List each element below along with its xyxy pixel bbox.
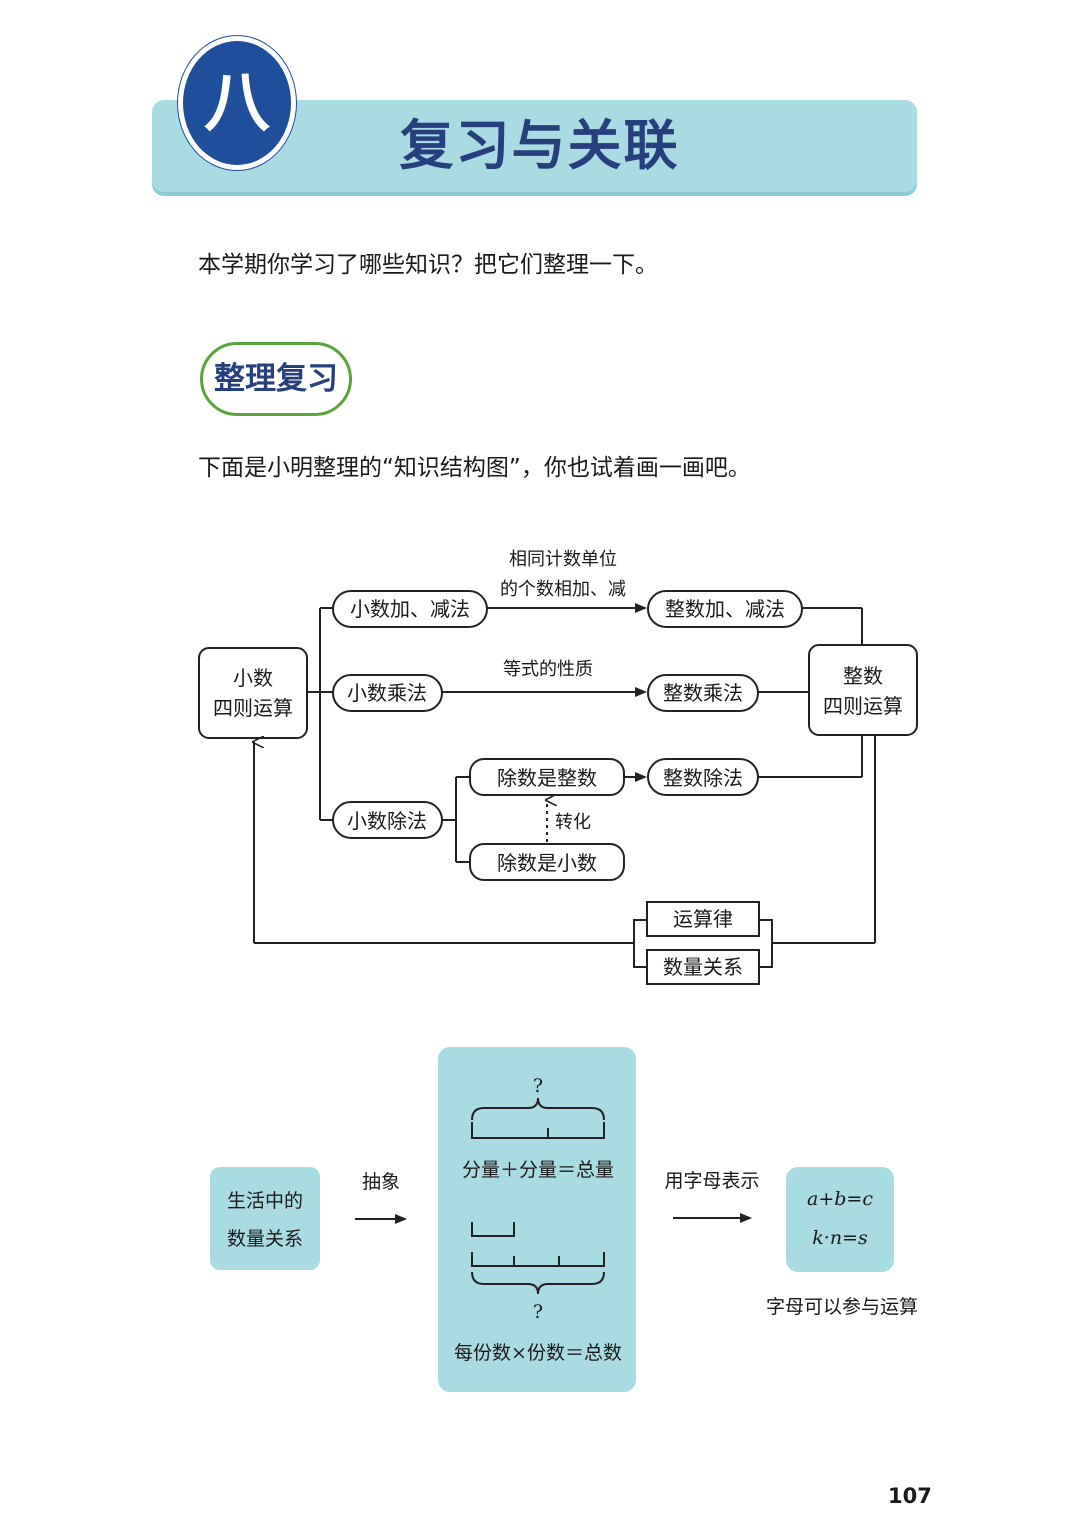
right-box-line2: 四则运算	[823, 694, 903, 718]
letter-label: 用字母表示	[664, 1170, 759, 1192]
section-description: 下面是小明整理的“知识结构图”，你也试着画一画吧。	[198, 455, 751, 481]
formula-1: a+b=c	[807, 1188, 873, 1210]
part-whole-formula: 分量＋分量＝总量	[462, 1159, 614, 1181]
top-question-mark: ?	[533, 1075, 543, 1097]
life-box-line2: 数量关系	[227, 1228, 303, 1250]
int-mul-label: 整数乘法	[663, 681, 743, 705]
decimal-mul-label: 小数乘法	[347, 681, 427, 705]
quantity-label: 数量关系	[663, 955, 743, 979]
formula-caption: 字母可以参与运算	[766, 1296, 918, 1318]
model-panel	[438, 1047, 636, 1392]
mul-relation-label: 等式的性质	[503, 659, 593, 680]
add-relation-line1: 相同计数单位	[509, 549, 617, 570]
per-unit-formula: 每份数×份数＝总数	[454, 1342, 622, 1364]
page-title: 复习与关联	[399, 114, 680, 177]
left-box-line1: 小数	[233, 666, 273, 690]
abstract-label: 抽象	[362, 1171, 400, 1193]
bottom-question-mark: ?	[533, 1301, 543, 1323]
page-number: 107	[888, 1484, 932, 1508]
add-relation-line2: 的个数相加、减	[500, 579, 626, 600]
chapter-badge: 八	[178, 36, 296, 170]
decimal-div-label: 小数除法	[347, 809, 427, 833]
laws-label: 运算律	[673, 907, 733, 931]
life-box-line1: 生活中的	[227, 1190, 303, 1212]
life-box	[210, 1167, 320, 1270]
formula-2: k·n=s	[812, 1227, 868, 1249]
decimal-ops-box	[198, 647, 308, 739]
right-box-line1: 整数	[843, 664, 883, 688]
integer-ops-box	[808, 644, 918, 736]
divisor-dec-label: 除数是小数	[497, 851, 597, 875]
bottom-flow: 生活中的 数量关系 抽象 ? 分量＋分量＝总量 ? 每份数×份数＝总数 用字母表…	[210, 1047, 918, 1392]
intro-text: 本学期你学习了哪些知识？把它们整理一下。	[198, 252, 658, 278]
section-heading: 整理复习	[200, 342, 352, 416]
decimal-add-label: 小数加、减法	[350, 597, 470, 621]
convert-label: 转化	[555, 812, 591, 833]
int-add-label: 整数加、减法	[665, 597, 785, 621]
int-div-label: 整数除法	[663, 766, 743, 790]
left-box-line2: 四则运算	[213, 696, 293, 720]
formula-box	[786, 1167, 894, 1272]
divisor-int-label: 除数是整数	[497, 766, 597, 790]
